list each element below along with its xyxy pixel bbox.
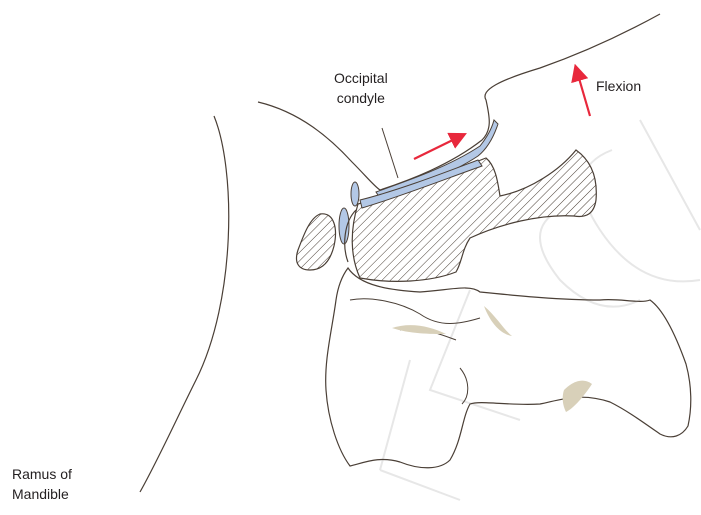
ramus-label-line1: Ramus of [12,464,72,484]
bone-shading-1 [392,325,446,334]
mandible-ramus-outline [140,116,229,492]
bone-shading-2 [484,306,512,336]
axis-vertebra-outline [326,268,691,468]
occipital-condyle-label-line2: condyle [334,88,388,108]
atlas-vertebra [352,150,596,281]
flexion-label: Flexion [596,76,641,96]
bone-shading-3 [563,381,592,412]
flexion-arrow [576,68,590,116]
anterior-arch [297,214,336,270]
anterior-cartilage-2 [351,182,359,206]
occipital-condyle-label: Occipital condyle [334,68,388,108]
condyle-label-leader [382,128,398,178]
ramus-label: Ramus of Mandible [12,464,72,504]
condyle-motion-arrow [414,135,463,159]
occipital-condyle-label-line1: Occipital [334,68,388,88]
ramus-label-line2: Mandible [12,484,72,504]
